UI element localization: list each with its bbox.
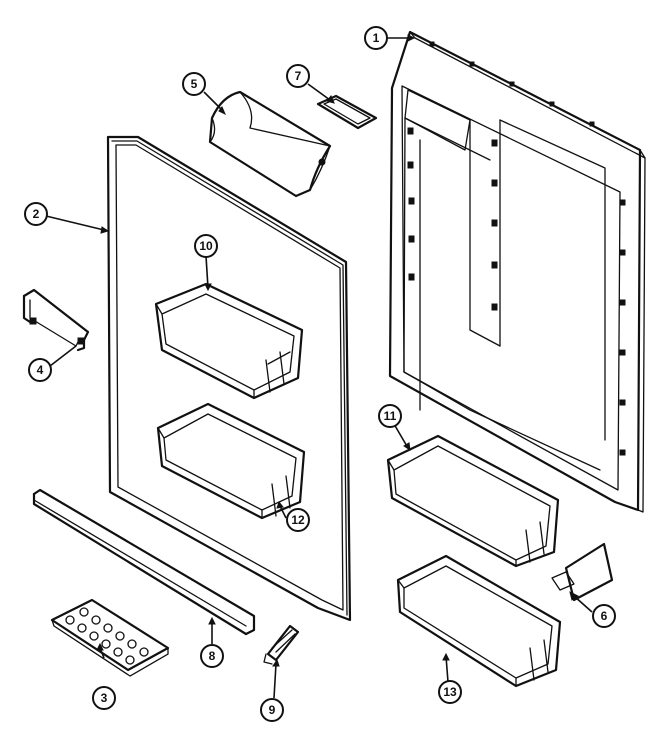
callout-5: 5 bbox=[182, 72, 206, 96]
spacer-clip bbox=[551, 542, 614, 602]
callout-13-number: 13 bbox=[443, 685, 457, 699]
callout-2: 2 bbox=[24, 202, 48, 226]
bottom-door-bin bbox=[396, 554, 562, 688]
egg-tray bbox=[50, 598, 170, 677]
callout-3-number: 3 bbox=[101, 691, 108, 705]
door-liner bbox=[388, 30, 646, 513]
callout-10-number: 10 bbox=[199, 239, 213, 253]
callout-13: 13 bbox=[438, 680, 462, 704]
callout-10: 10 bbox=[194, 234, 218, 258]
door-trim-strip bbox=[32, 488, 256, 636]
right-door-bin bbox=[386, 434, 560, 568]
callout-9: 9 bbox=[260, 698, 284, 722]
callout-4-number: 4 bbox=[37, 363, 44, 377]
callout-12-number: 12 bbox=[291, 513, 305, 527]
callout-11-number: 11 bbox=[384, 409, 397, 423]
callout-8: 8 bbox=[200, 644, 224, 668]
callout-1-number: 1 bbox=[373, 31, 380, 45]
shelf-retainer bbox=[263, 624, 300, 665]
callout-11: 11 bbox=[378, 404, 402, 428]
callout-9-number: 9 bbox=[269, 703, 276, 717]
callout-7-number: 7 bbox=[295, 69, 302, 83]
callout-6: 6 bbox=[592, 604, 616, 628]
callout-7: 7 bbox=[286, 64, 310, 88]
upper-door-bin bbox=[154, 282, 304, 400]
bracket bbox=[22, 288, 90, 352]
callout-1: 1 bbox=[364, 26, 388, 50]
dairy-door bbox=[208, 90, 332, 198]
callout-3: 3 bbox=[92, 686, 116, 710]
door-gasket bbox=[106, 135, 352, 622]
callout-5-number: 5 bbox=[191, 77, 198, 91]
leader-lines bbox=[45, 34, 593, 699]
middle-door-bin bbox=[156, 402, 306, 520]
callout-12: 12 bbox=[286, 508, 310, 532]
callout-6-number: 6 bbox=[601, 609, 608, 623]
callout-8-number: 8 bbox=[209, 649, 216, 663]
callout-2-number: 2 bbox=[33, 207, 40, 221]
callout-4: 4 bbox=[28, 358, 52, 382]
